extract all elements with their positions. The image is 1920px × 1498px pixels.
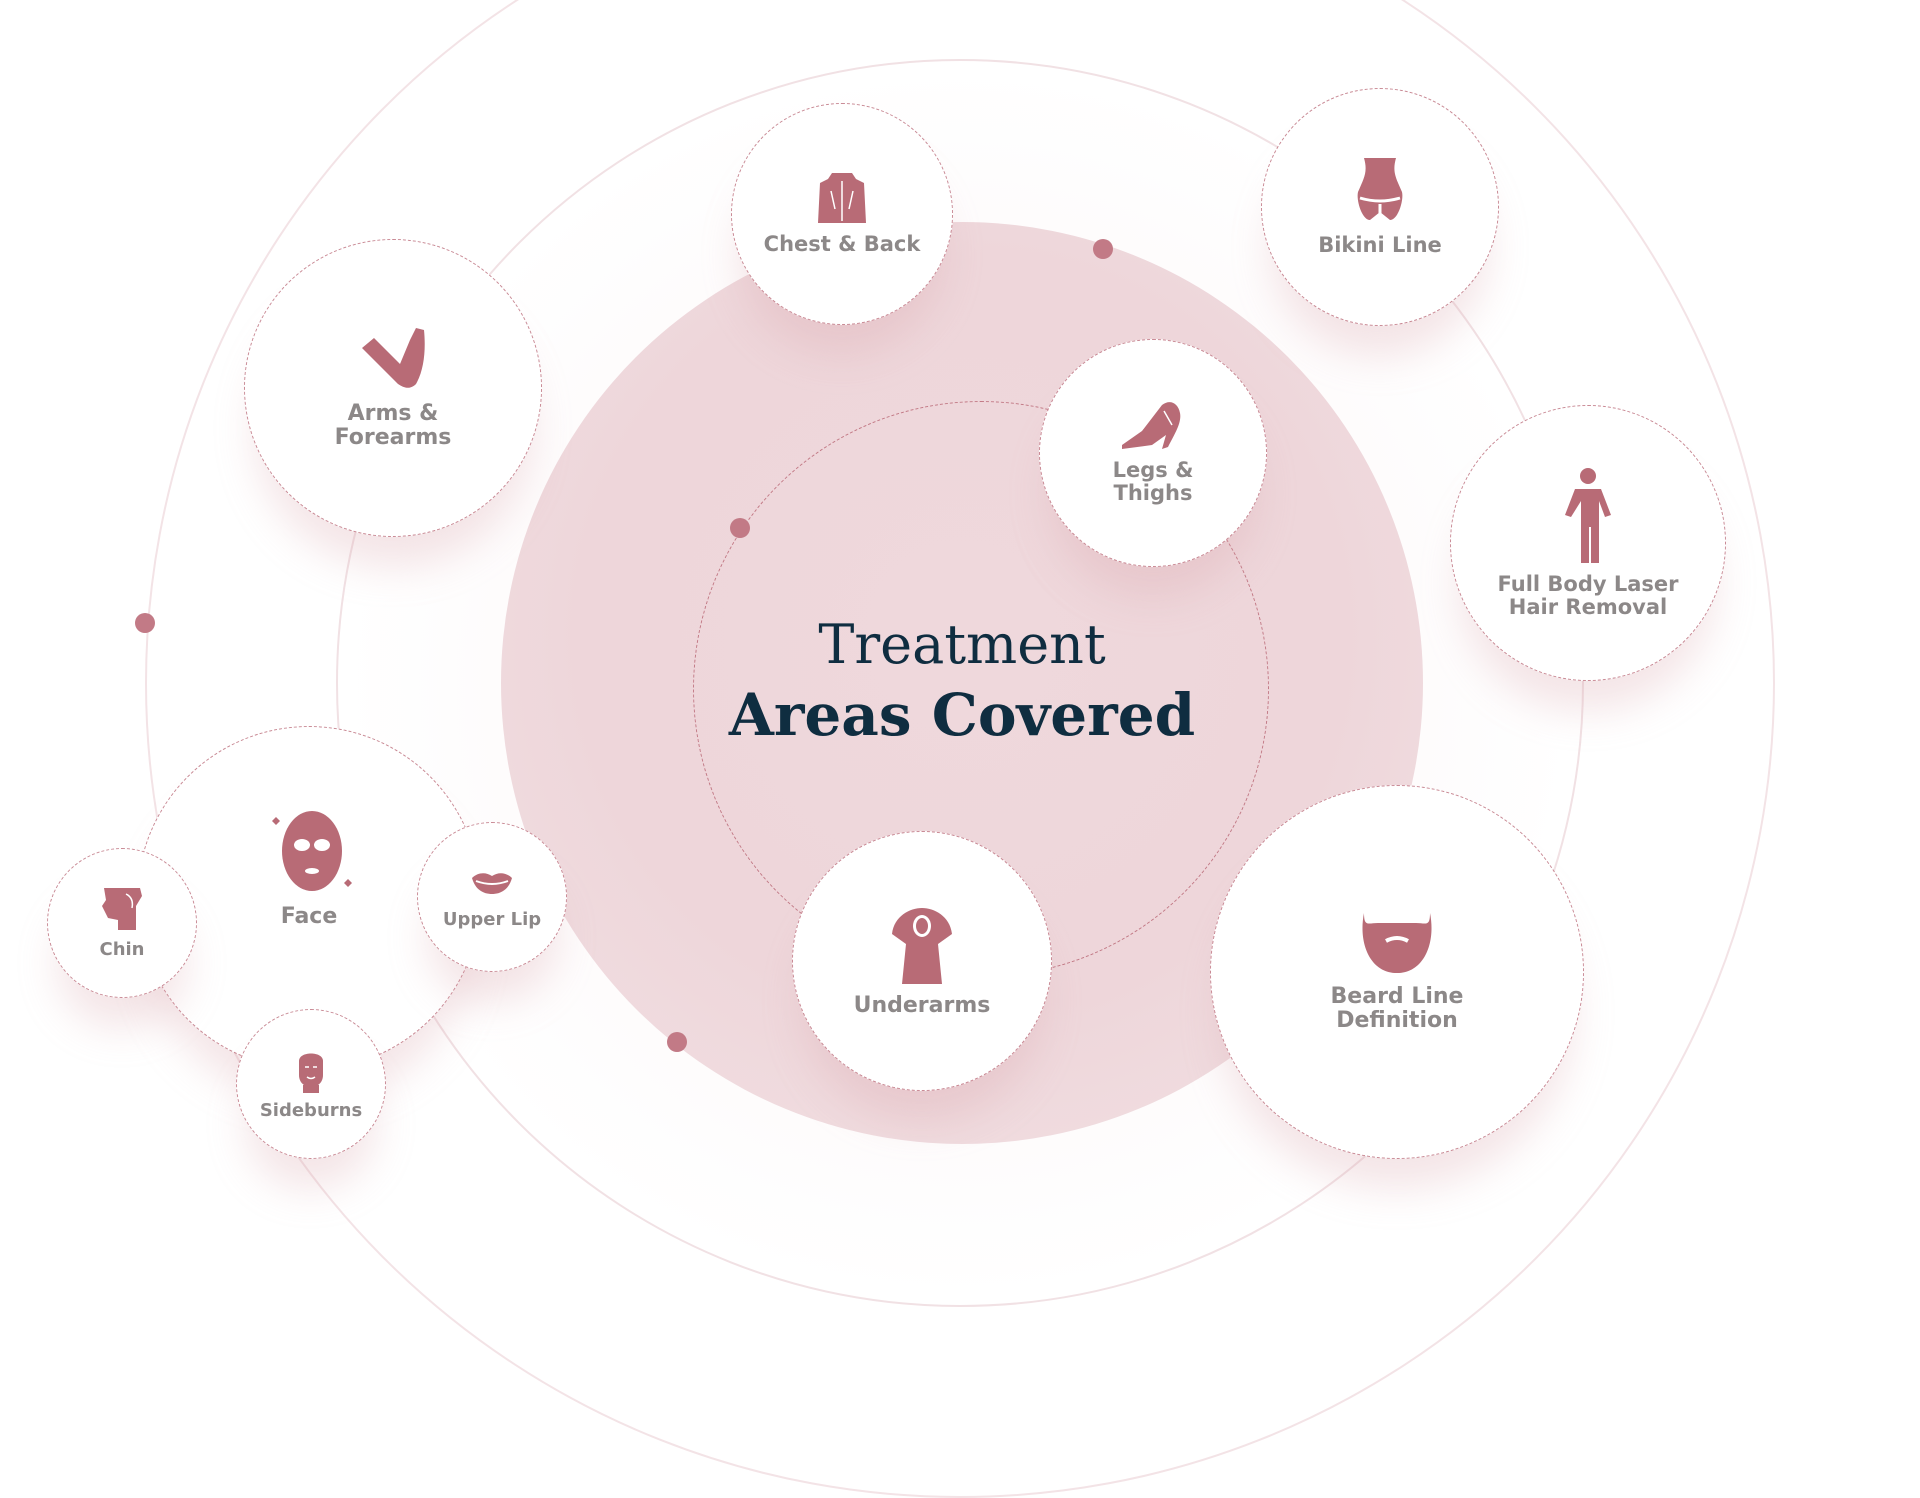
chin-profile-icon (102, 888, 142, 931)
area-chest-back[interactable]: Chest & Back (731, 103, 953, 325)
decor-dot (1093, 239, 1113, 259)
area-label: Upper Lip (442, 909, 542, 931)
title-line2: Areas Covered (728, 681, 1196, 749)
area-label: Chest & Back (763, 232, 921, 257)
face-mask-icon (272, 811, 352, 891)
decor-dot (667, 1032, 687, 1052)
underarms-icon (892, 907, 952, 984)
area-label: Underarms (853, 992, 991, 1018)
area-label: Face (280, 904, 338, 929)
area-label: Bikini Line (1318, 233, 1442, 258)
area-label: Sideburns (259, 1100, 363, 1122)
area-full-body[interactable]: Full Body Laser Hair Removal (1450, 405, 1726, 681)
area-upper-lip[interactable]: Upper Lip (417, 822, 567, 972)
area-label: Arms & Forearms (334, 400, 452, 450)
decor-dot (730, 518, 750, 538)
area-label: Chin (99, 939, 145, 961)
area-label: Full Body Laser Hair Removal (1497, 571, 1679, 619)
area-bikini-line[interactable]: Bikini Line (1261, 88, 1499, 326)
area-chin[interactable]: Chin (47, 848, 197, 998)
title-line1: Treatment (818, 613, 1106, 676)
legs-icon (1122, 402, 1181, 449)
area-arms-forearms[interactable]: Arms & Forearms (244, 239, 542, 537)
arm-icon (362, 327, 425, 388)
beard-icon (1362, 912, 1432, 973)
area-underarms[interactable]: Underarms (792, 831, 1052, 1091)
torso-back-icon (818, 173, 866, 224)
area-label: Beard Line Definition (1330, 983, 1464, 1033)
area-beard-line[interactable]: Beard Line Definition (1210, 785, 1584, 1159)
lips-icon (472, 873, 512, 895)
area-sideburns[interactable]: Sideburns (236, 1009, 386, 1159)
area-label: Legs & Thighs (1112, 457, 1194, 505)
sideburns-face-icon (299, 1053, 323, 1094)
page-title: Treatment Areas Covered (729, 610, 1195, 750)
decor-dot (135, 613, 155, 633)
bikini-icon (1357, 158, 1403, 221)
area-legs-thighs[interactable]: Legs & Thighs (1039, 339, 1267, 567)
person-icon (1565, 467, 1611, 563)
